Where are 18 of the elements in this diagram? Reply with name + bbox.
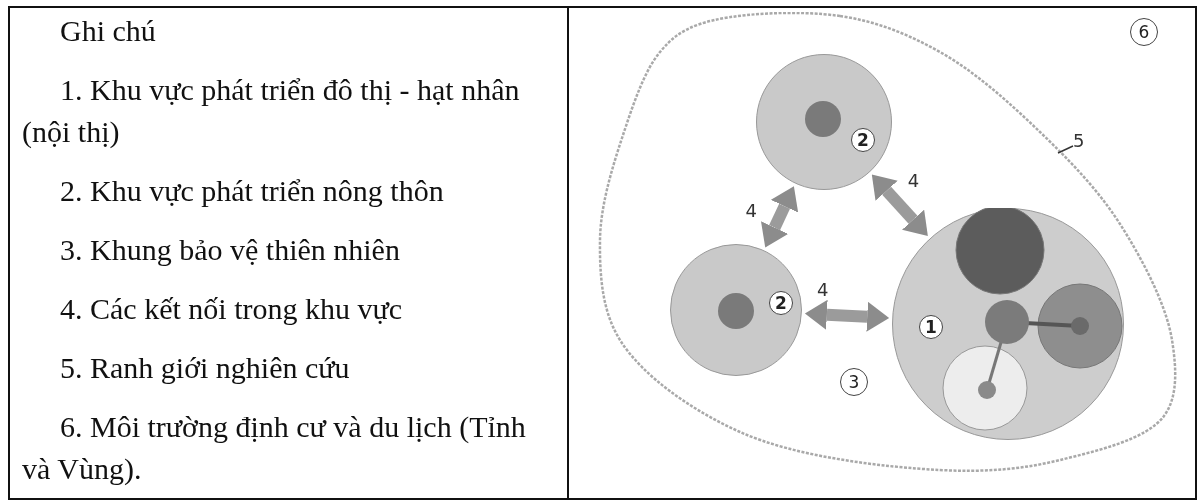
legend-note: 5. Ranh giới nghiên cứu [59, 350, 351, 386]
double-arrow [761, 186, 799, 248]
legend-note: 4. Các kết nối trong khu vực [59, 291, 404, 327]
legend-heading: Ghi chú [59, 13, 157, 49]
study-boundary-outline [598, 12, 1177, 472]
circled-number: 2 [851, 128, 875, 152]
legend-note: 3. Khung bảo vệ thiên nhiên [59, 232, 401, 268]
double-arrow [804, 299, 890, 332]
circled-number: 1 [919, 315, 943, 339]
callout-number: 5 [1073, 131, 1085, 151]
legend-note: 1. Khu vực phát triển đô thị - hạt nhân (nội thị) [21, 72, 521, 150]
legend-note: 2. Khu vực phát triển nông thôn [59, 173, 445, 209]
legend-note: 6. Môi trường định cư và du lịch (Tỉnh và Vùng). [21, 409, 527, 487]
leader-line [1057, 145, 1074, 154]
circled-number: 3 [840, 368, 868, 396]
circled-number: 6 [1130, 18, 1158, 46]
double-arrow [871, 174, 928, 237]
circled-number: 2 [769, 291, 793, 315]
